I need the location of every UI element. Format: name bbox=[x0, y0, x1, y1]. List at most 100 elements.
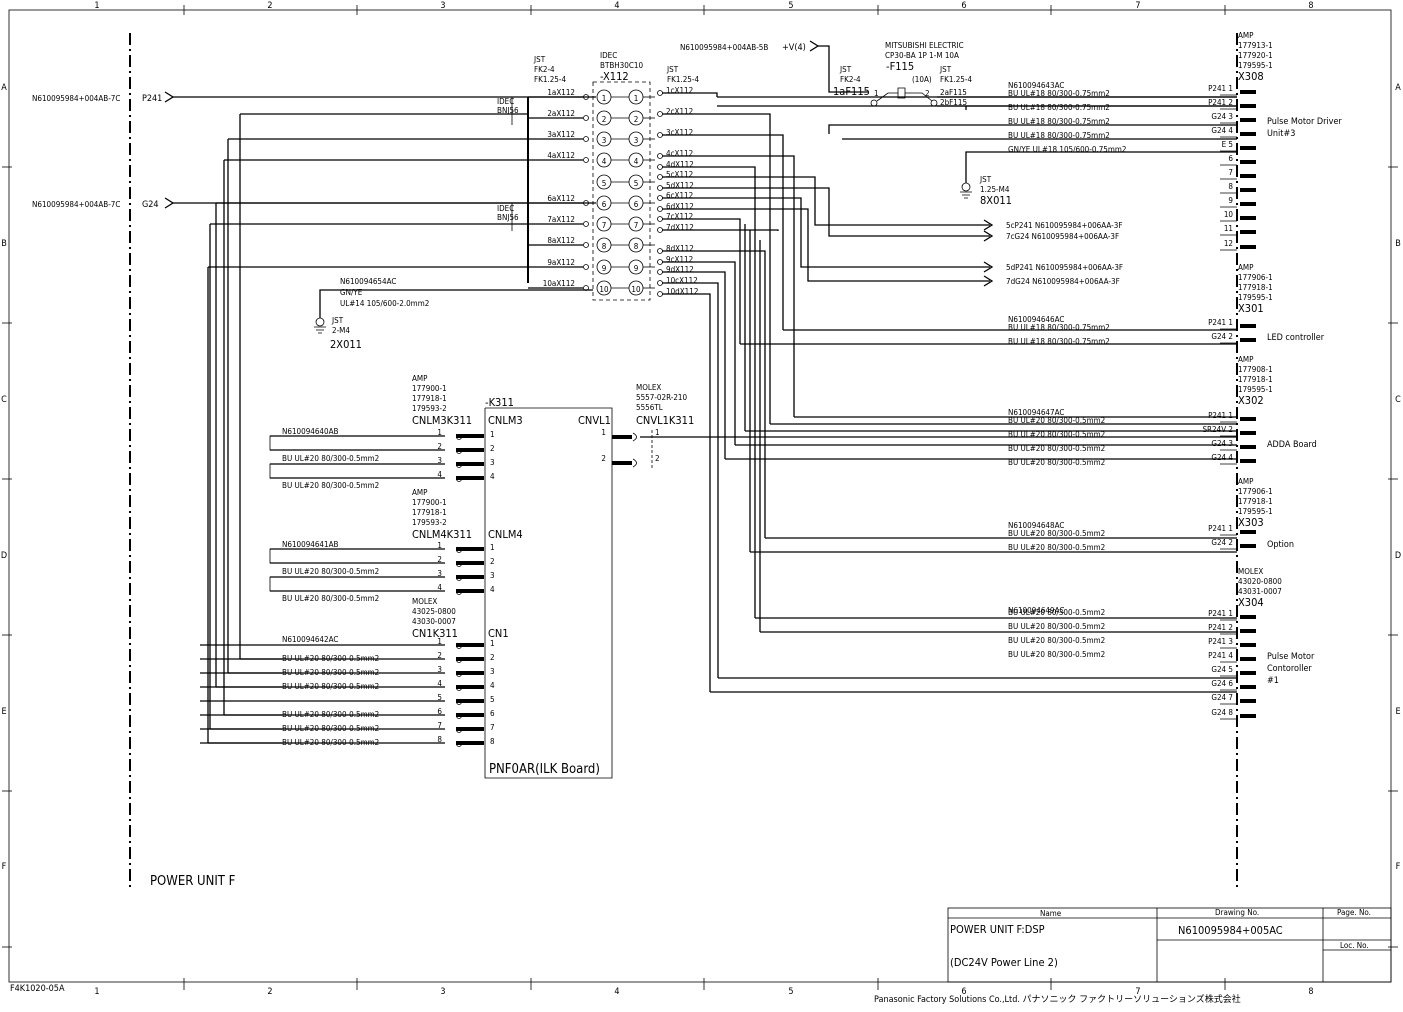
row-letter: E bbox=[1395, 707, 1400, 717]
terminal-number: 10 bbox=[599, 285, 609, 294]
connector-spec: MOLEX bbox=[412, 597, 437, 606]
connector-pin: 3 bbox=[490, 667, 495, 676]
terminal-left-label: 8aX112 bbox=[547, 236, 575, 245]
connector-spec: 177918-1 bbox=[1238, 497, 1273, 506]
title-drawing-no: N610095984+005AC bbox=[1178, 924, 1283, 937]
title-loc-header: Loc. No. bbox=[1340, 941, 1369, 950]
connector-spec: 177913-1 bbox=[1238, 41, 1273, 50]
bnj-label: IDEC bbox=[497, 204, 514, 213]
terminal-right-label: 7dX112 bbox=[666, 223, 694, 232]
connector-name: CNLM4 bbox=[488, 528, 523, 541]
jst-label: JST bbox=[533, 55, 546, 64]
connector-destination: Unit#3 bbox=[1267, 129, 1295, 139]
connector-pin: 1 bbox=[490, 543, 495, 552]
arrow-icon bbox=[164, 91, 175, 103]
column-number: 5 bbox=[788, 987, 793, 997]
connector-pin: 4 bbox=[490, 472, 495, 481]
arrow-icon bbox=[983, 219, 994, 231]
connector-spec: 177918-1 bbox=[412, 508, 447, 517]
terminal-number: 6 bbox=[602, 200, 607, 209]
harness-part: N610094647AC bbox=[1008, 408, 1064, 417]
jst-label: FK1.25-4 bbox=[534, 75, 566, 84]
connector-spec: AMP bbox=[1238, 355, 1254, 364]
column-number: 8 bbox=[1308, 987, 1313, 997]
terminal-number: 6 bbox=[634, 200, 639, 209]
row-letter: D bbox=[1, 551, 7, 561]
column-number: 2 bbox=[267, 987, 272, 997]
breaker-pin: 2 bbox=[925, 89, 930, 98]
wire-spec: BU UL#20 80/300-0.5mm2 bbox=[282, 668, 379, 677]
terminal-model: BTBH30C10 bbox=[600, 61, 643, 70]
terminal-right-label: 8dX112 bbox=[666, 244, 694, 253]
wire-spec: BU UL#20 80/300-0.5mm2 bbox=[282, 481, 379, 490]
terminal-left-label: 1aX112 bbox=[547, 88, 575, 97]
connector-pin: 6 bbox=[490, 709, 495, 718]
column-number: 1 bbox=[94, 987, 99, 997]
terminal-number: 8 bbox=[602, 242, 607, 251]
connector-pin: 9 bbox=[1228, 196, 1233, 205]
connector-pin: P241 2 bbox=[1208, 98, 1233, 107]
connector-pin: 2 bbox=[490, 557, 495, 566]
wire-spec: BU UL#20 80/300-0.5mm2 bbox=[282, 738, 379, 747]
connector-spec: AMP bbox=[1238, 477, 1254, 486]
connector-destination: Pulse Motor Driver bbox=[1267, 117, 1342, 127]
row-letter: F bbox=[1396, 862, 1401, 872]
connector-ref: X308 bbox=[1238, 70, 1264, 83]
wire-spec: BU UL#20 80/300-0.5mm2 bbox=[282, 594, 379, 603]
connector-ref: CNVL1K311 bbox=[636, 414, 694, 427]
terminal-left-label: 2aX112 bbox=[547, 109, 575, 118]
connector-spec: 179595-1 bbox=[1238, 507, 1273, 516]
connector-pin: 4 bbox=[490, 681, 495, 690]
connector-spec: AMP bbox=[412, 488, 428, 497]
wire-spec: BU UL#18 80/300-0.75mm2 bbox=[1008, 131, 1110, 140]
connector-spec: 177920-1 bbox=[1238, 51, 1273, 60]
terminal-right-label: 3cX112 bbox=[666, 128, 693, 137]
connector-pin: P241 1 bbox=[1208, 524, 1233, 533]
row-letter: C bbox=[1395, 395, 1401, 405]
output-label: 7cG24 N610095984+006AA-3F bbox=[1006, 232, 1119, 241]
terminal-number: 5 bbox=[634, 179, 639, 188]
top-input-v4: N610095984+004AB-5B +V(4) bbox=[680, 40, 868, 93]
terminal-left-label: 9aX112 bbox=[547, 258, 575, 267]
terminal-right-label: 10dX112 bbox=[666, 287, 698, 296]
connector-ref: X301 bbox=[1238, 302, 1264, 315]
gnd-ref: 2X011 bbox=[330, 338, 362, 351]
terminal-number: 2 bbox=[634, 115, 639, 124]
connector-spec: MOLEX bbox=[636, 383, 661, 392]
title-page-header: Page. No. bbox=[1337, 908, 1371, 917]
terminal-right-label: 6dX112 bbox=[666, 202, 694, 211]
connector-ref: CN1K311 bbox=[412, 627, 458, 640]
column-number: 3 bbox=[440, 987, 445, 997]
connector-name: CN1 bbox=[488, 627, 509, 640]
connector-pin: 3 bbox=[490, 458, 495, 467]
left-bus-bars bbox=[511, 97, 529, 283]
bnj-label: IDEC bbox=[497, 97, 514, 106]
terminal-ref: -X112 bbox=[600, 70, 629, 83]
terminal-number: 2 bbox=[602, 115, 607, 124]
connector-pin: 2 bbox=[437, 651, 442, 660]
connector-pin: G24 7 bbox=[1211, 693, 1233, 702]
connector-pin: 10 bbox=[1224, 210, 1234, 219]
input-g24-part: N610095984+004AB-7C bbox=[32, 200, 120, 209]
connector-pin: 1 bbox=[437, 428, 442, 437]
wire-spec: BU UL#20 80/300-0.5mm2 bbox=[1008, 543, 1105, 552]
terminal-number: 4 bbox=[634, 157, 639, 166]
terminal-right-label: 4dX112 bbox=[666, 160, 694, 169]
row-letter: B bbox=[1, 239, 7, 249]
terminal-right-label: 5dX112 bbox=[666, 181, 694, 190]
connector-pin: G24 4 bbox=[1211, 126, 1233, 135]
connector-spec: AMP bbox=[1238, 263, 1254, 272]
bnj-label: BNJ56 bbox=[497, 106, 519, 115]
terminal-number: 8 bbox=[634, 242, 639, 251]
connector-name: CNLM3 bbox=[488, 414, 523, 427]
connector-pin: 7 bbox=[490, 723, 495, 732]
harness-part: N610094640AB bbox=[282, 427, 339, 436]
connector-destination: #1 bbox=[1267, 676, 1279, 686]
row-letter: D bbox=[1395, 551, 1401, 561]
connector-ref: CNLM4K311 bbox=[412, 528, 472, 541]
connector-pin: P241 4 bbox=[1208, 651, 1233, 660]
